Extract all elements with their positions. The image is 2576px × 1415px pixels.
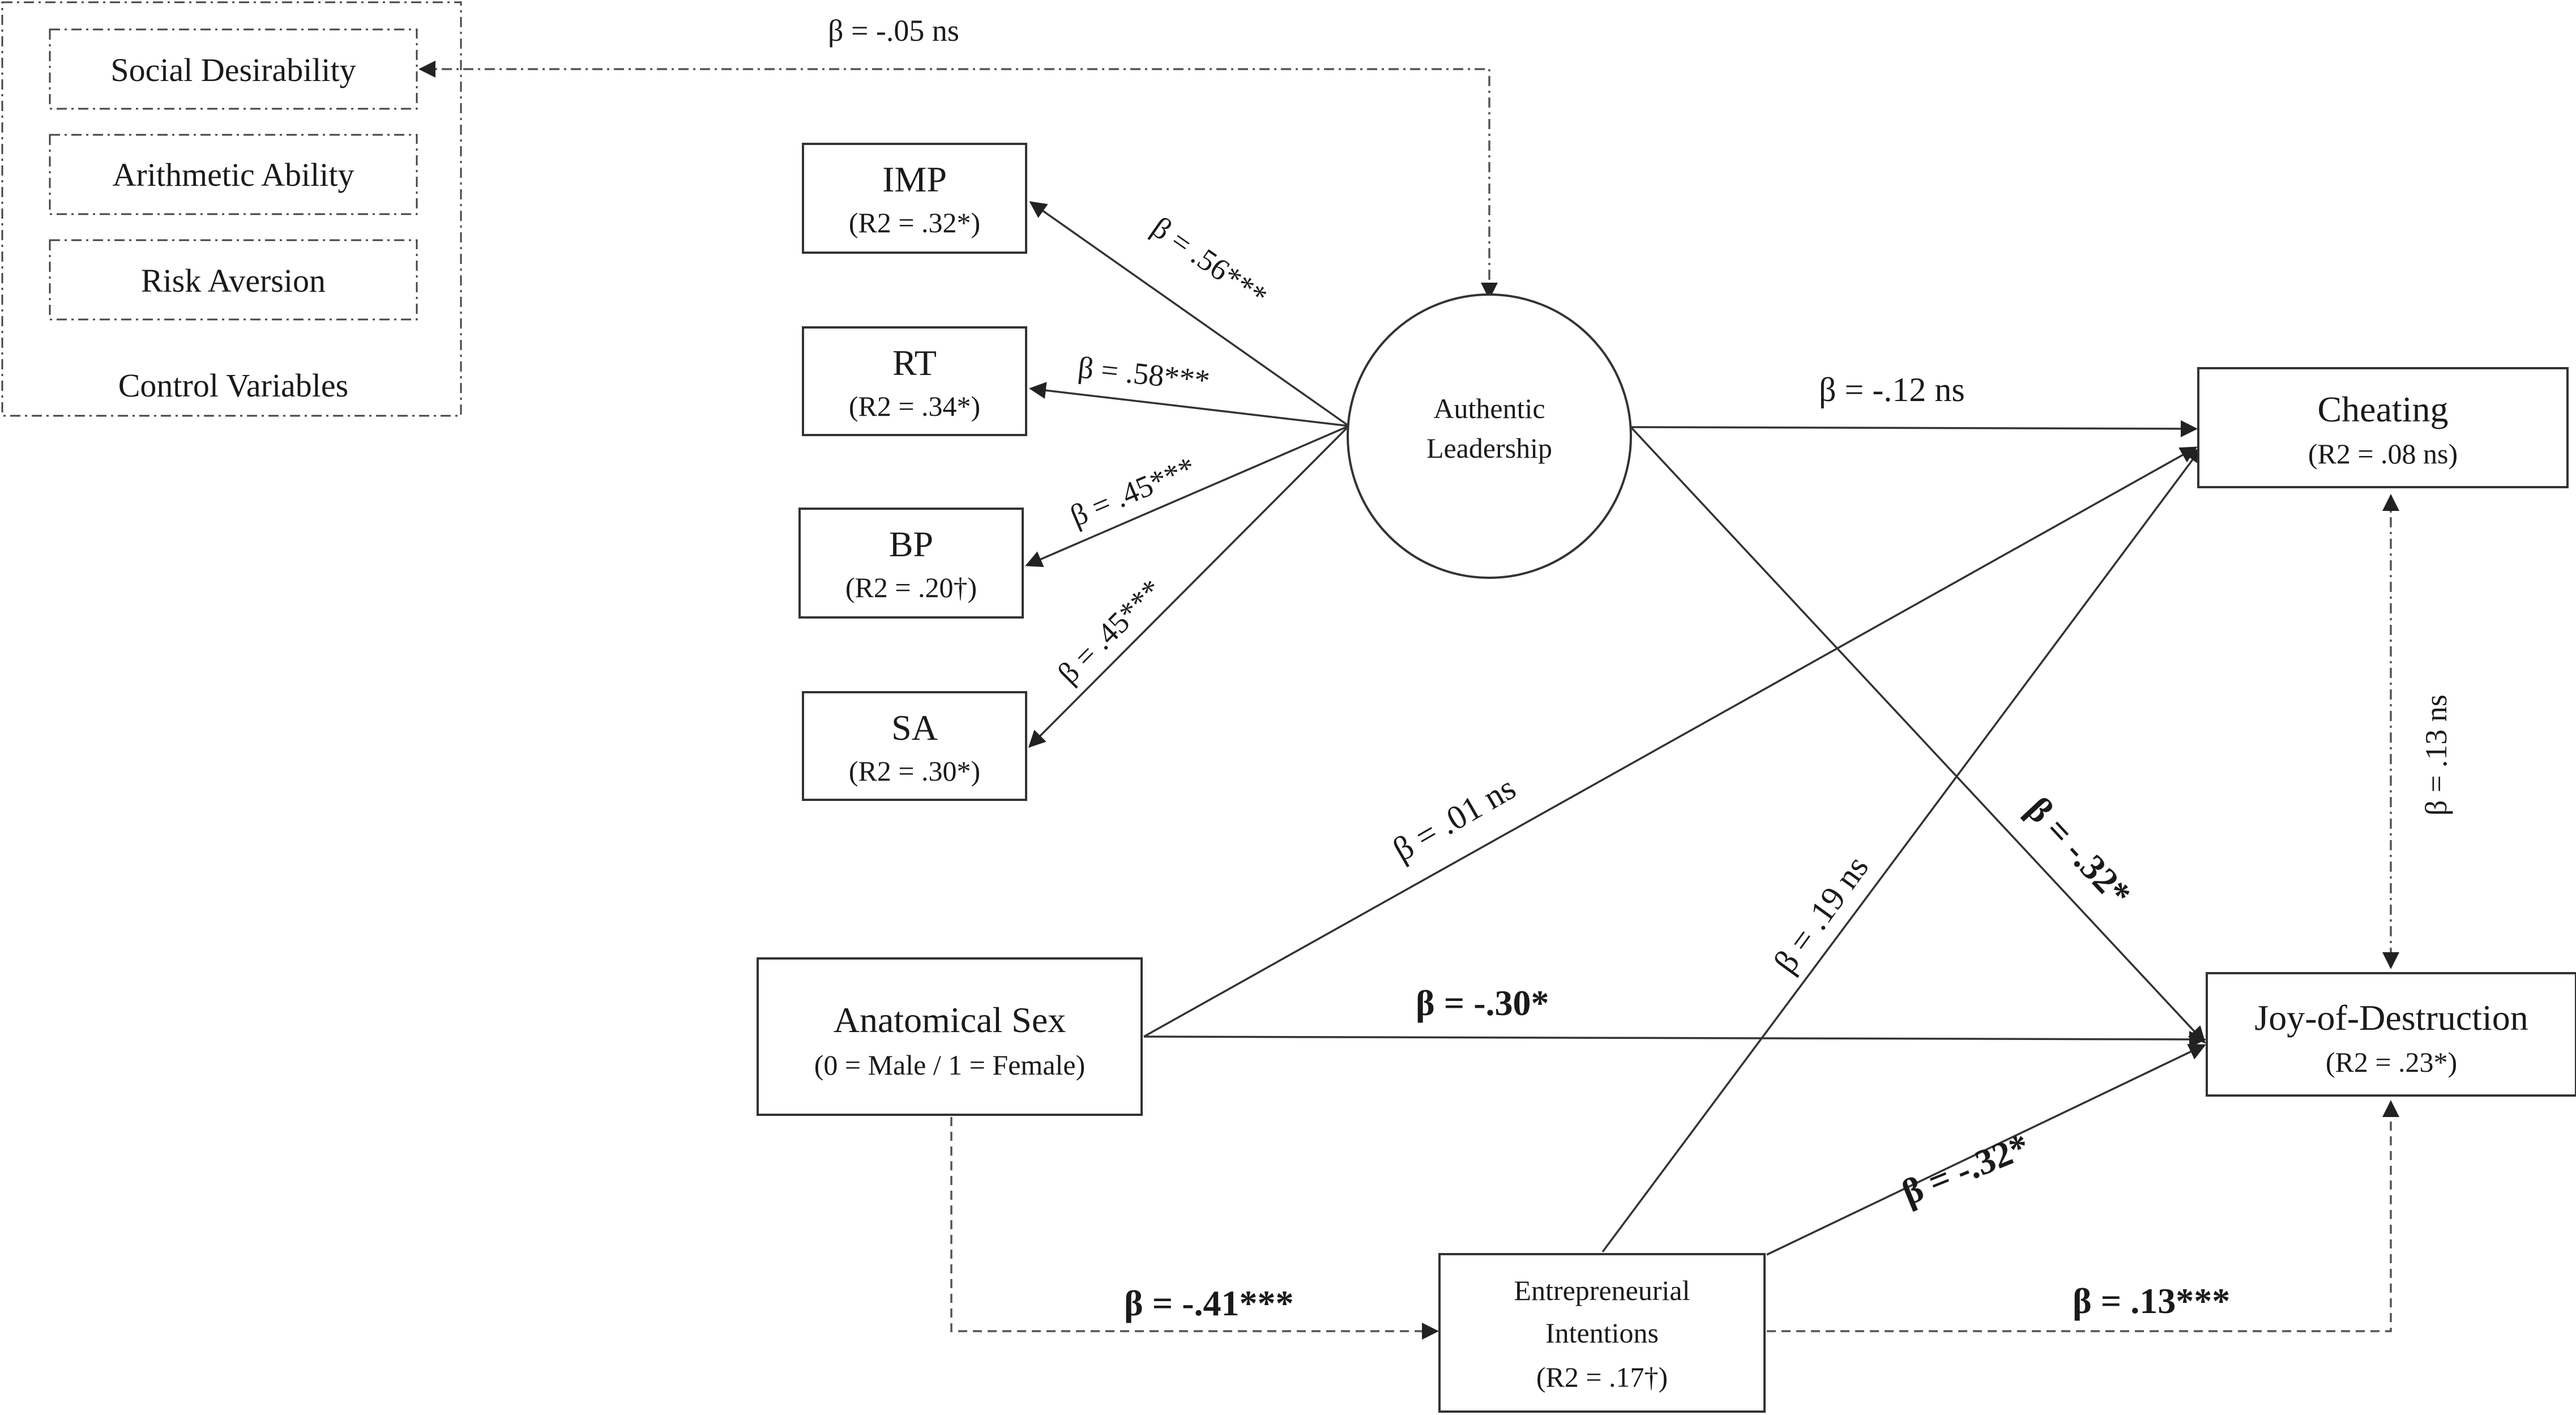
label-al-rt: β = .58*** bbox=[1076, 350, 1211, 398]
node-anatomical-sex: Anatomical Sex (0 = Male / 1 = Female) bbox=[757, 957, 1143, 1116]
node-sa-name: SA bbox=[891, 708, 938, 748]
label-al-imp: β = .56*** bbox=[1146, 210, 1274, 314]
node-cheating-r2: (R2 = .08 ns) bbox=[2308, 438, 2458, 470]
control-box-arithmetic-ability bbox=[49, 134, 418, 215]
edge-sex-cheating bbox=[1143, 446, 2198, 1038]
node-cheating-name: Cheating bbox=[2317, 389, 2448, 429]
label-al-joy: β = -.32* bbox=[2019, 789, 2139, 914]
label-ei-joy-dashed: β = .13*** bbox=[2073, 1281, 2230, 1321]
edge-sex-joy bbox=[1143, 1030, 2206, 1048]
edge-al-imp bbox=[1029, 201, 1350, 427]
edge-ei-cheating bbox=[1601, 446, 2203, 1253]
node-imp: IMP (R2 = .32*) bbox=[802, 143, 1027, 254]
edge-al-sa bbox=[1028, 425, 1350, 748]
label-al-bp: β = .45*** bbox=[1065, 450, 1200, 533]
edge-al-rt bbox=[1029, 382, 1349, 427]
node-sex-coding: (0 = Male / 1 = Female) bbox=[814, 1049, 1086, 1081]
node-imp-r2: (R2 = .32*) bbox=[849, 207, 980, 238]
node-bp-r2: (R2 = .20†) bbox=[845, 572, 977, 603]
label-ei-joy: β = -.32* bbox=[1896, 1126, 2035, 1213]
node-sex-name: Anatomical Sex bbox=[834, 1000, 1066, 1040]
node-authentic-leadership: Authentic Leadership bbox=[1347, 293, 1632, 579]
node-sa-r2: (R2 = .30*) bbox=[849, 755, 980, 787]
edge-al-bp bbox=[1025, 425, 1349, 568]
edge-ei-joy-dashed bbox=[1767, 1100, 2399, 1332]
node-joy-of-destruction: Joy-of-Destruction (R2 = .23*) bbox=[2206, 972, 2576, 1097]
node-rt-name: RT bbox=[892, 343, 937, 383]
edge-al-cheating bbox=[1630, 420, 2198, 437]
label-sex-joy: β = -.30* bbox=[1416, 983, 1549, 1023]
node-cheating: Cheating (R2 = .08 ns) bbox=[2197, 367, 2569, 488]
node-authentic-leadership-line1: Authentic bbox=[1433, 393, 1545, 424]
label-sex-cheating: β = .01 ns bbox=[1387, 769, 1522, 868]
edge-al-joy bbox=[1630, 426, 2206, 1044]
control-label-social-desirability: Social Desirability bbox=[110, 52, 356, 88]
node-ei-r2: (R2 = .17†) bbox=[1536, 1361, 1668, 1393]
control-box-social-desirability bbox=[49, 28, 418, 110]
edge-controls-authentic-leadership bbox=[418, 61, 1498, 300]
control-label-arithmetic-ability: Arithmetic Ability bbox=[113, 156, 354, 193]
edge-ei-joy bbox=[1766, 1044, 2206, 1256]
node-rt-r2: (R2 = .34*) bbox=[849, 390, 980, 422]
node-imp-name: IMP bbox=[882, 159, 947, 199]
node-joy-r2: (R2 = .23*) bbox=[2326, 1046, 2457, 1078]
node-ei-line1: Entrepreneurial bbox=[1514, 1275, 1690, 1306]
node-joy-name: Joy-of-Destruction bbox=[2254, 998, 2528, 1038]
label-sex-ei: β = -.41*** bbox=[1124, 1283, 1294, 1323]
edge-sex-ei bbox=[950, 1117, 1439, 1340]
node-rt: RT (R2 = .34*) bbox=[802, 326, 1027, 436]
control-box-risk-aversion bbox=[49, 239, 418, 321]
node-entrepreneurial-intentions: Entrepreneurial Intentions (R2 = .17†) bbox=[1438, 1253, 1766, 1413]
control-variables-label: Control Variables bbox=[118, 367, 348, 404]
label-cheating-joy: β = .13 ns bbox=[2419, 694, 2453, 816]
node-sa: SA (R2 = .30*) bbox=[802, 691, 1027, 801]
node-bp: BP (R2 = .20†) bbox=[798, 508, 1024, 619]
label-al-sa: β = .45*** bbox=[1051, 573, 1168, 690]
control-label-risk-aversion: Risk Aversion bbox=[141, 262, 326, 299]
label-controls-al: β = -.05 ns bbox=[828, 14, 959, 48]
label-al-cheating: β = -.12 ns bbox=[1819, 371, 1965, 408]
node-ei-line2: Intentions bbox=[1545, 1317, 1659, 1349]
node-bp-name: BP bbox=[889, 524, 933, 564]
node-authentic-leadership-line2: Leadership bbox=[1426, 432, 1552, 464]
